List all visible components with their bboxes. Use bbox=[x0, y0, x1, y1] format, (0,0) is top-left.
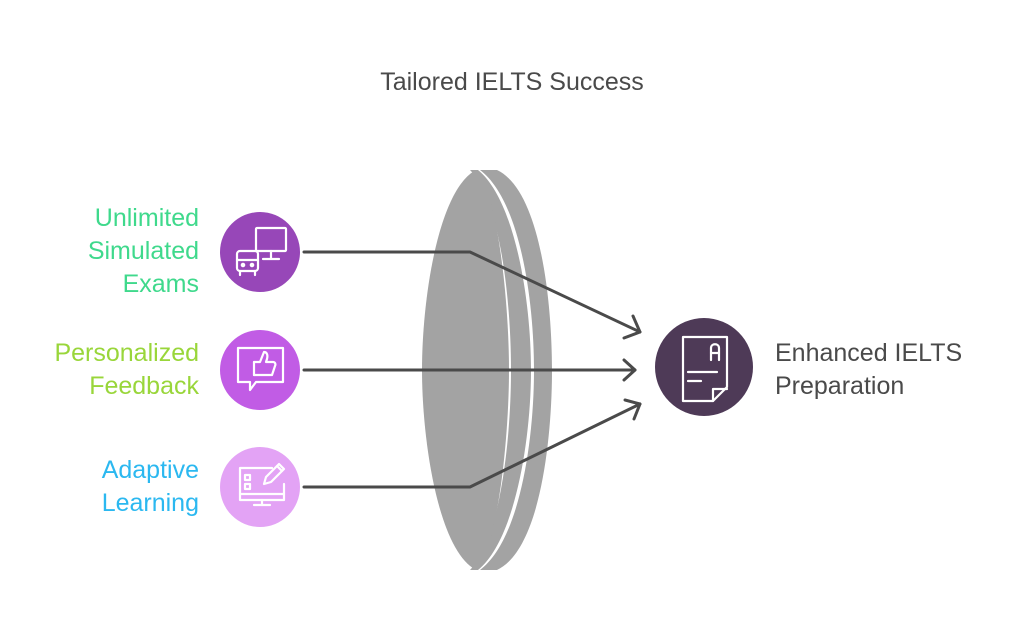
document-grade-icon bbox=[681, 335, 729, 403]
monitor-bus-icon bbox=[235, 226, 288, 277]
output-label: Enhanced IELTS Preparation bbox=[775, 337, 962, 403]
input-label-personalized-feedback: Personalized Feedback bbox=[54, 337, 199, 403]
arrowhead-bottom bbox=[623, 398, 642, 421]
arrowhead-middle bbox=[622, 358, 637, 382]
input-label-unlimited-simulated-exams: Unlimited Simulated Exams bbox=[88, 202, 199, 301]
label-line: Learning bbox=[101, 489, 199, 517]
connector-unlimited-simulated-exams bbox=[302, 250, 642, 334]
connectors bbox=[302, 250, 642, 489]
lens-back-layer bbox=[480, 170, 552, 570]
input-label-adaptive-learning: Adaptive Learning bbox=[102, 454, 199, 520]
label-line: Unlimited bbox=[94, 204, 199, 232]
label-line: Personalized bbox=[54, 339, 199, 367]
input-node-unlimited-simulated-exams bbox=[220, 212, 300, 292]
input-node-adaptive-learning bbox=[220, 447, 300, 527]
lens-middle-layer bbox=[470, 170, 531, 570]
connector-adaptive-learning bbox=[302, 402, 642, 489]
label-line: Preparation bbox=[775, 372, 905, 400]
input-node-personalized-feedback bbox=[220, 330, 300, 410]
label-line: Adaptive bbox=[101, 456, 199, 484]
label-line: Simulated bbox=[87, 237, 199, 265]
computer-pencil-icon bbox=[238, 462, 286, 507]
thumbs-up-chat-icon bbox=[236, 346, 285, 392]
diagram-title: Tailored IELTS Success bbox=[380, 68, 644, 96]
label-line: Exams bbox=[122, 270, 199, 298]
label-line: Feedback bbox=[89, 372, 199, 400]
label-line: Enhanced IELTS bbox=[775, 339, 963, 367]
output-node-enhanced-ielts-preparation bbox=[655, 318, 753, 416]
arrowhead-top bbox=[622, 314, 642, 340]
